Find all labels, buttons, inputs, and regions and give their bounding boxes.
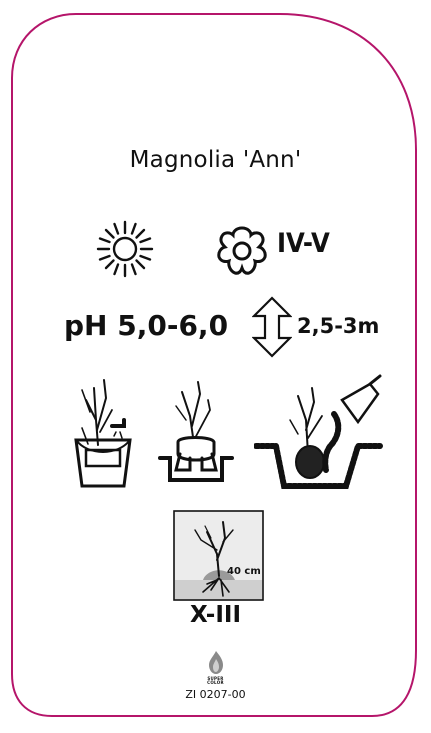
planting-hole-icon xyxy=(158,381,234,482)
brand-text-top: SUPER xyxy=(207,676,224,681)
plant-name: Magnolia 'Ann' xyxy=(129,147,302,173)
soil-fill-icon xyxy=(254,374,383,489)
flowering-period: IV-V xyxy=(277,228,330,259)
watering-icon xyxy=(74,379,132,488)
product-code: ZI 0207-00 xyxy=(185,688,246,701)
flower-icon xyxy=(217,226,267,275)
brand-text-bottom: COLOR xyxy=(207,680,224,685)
brand-wordmark: SUPER COLOR xyxy=(0,677,431,685)
depth-panel-icon xyxy=(173,510,264,601)
mature-height: 2,5-3m xyxy=(297,314,380,338)
brand-flame-icon xyxy=(209,651,223,674)
height-arrow-icon xyxy=(252,296,292,358)
hardiness-zone: X-III xyxy=(189,602,242,628)
sun-icon xyxy=(96,220,154,278)
soil-ph: pH 5,0-6,0 xyxy=(64,309,229,342)
planting-depth: 40 cm xyxy=(227,566,261,577)
